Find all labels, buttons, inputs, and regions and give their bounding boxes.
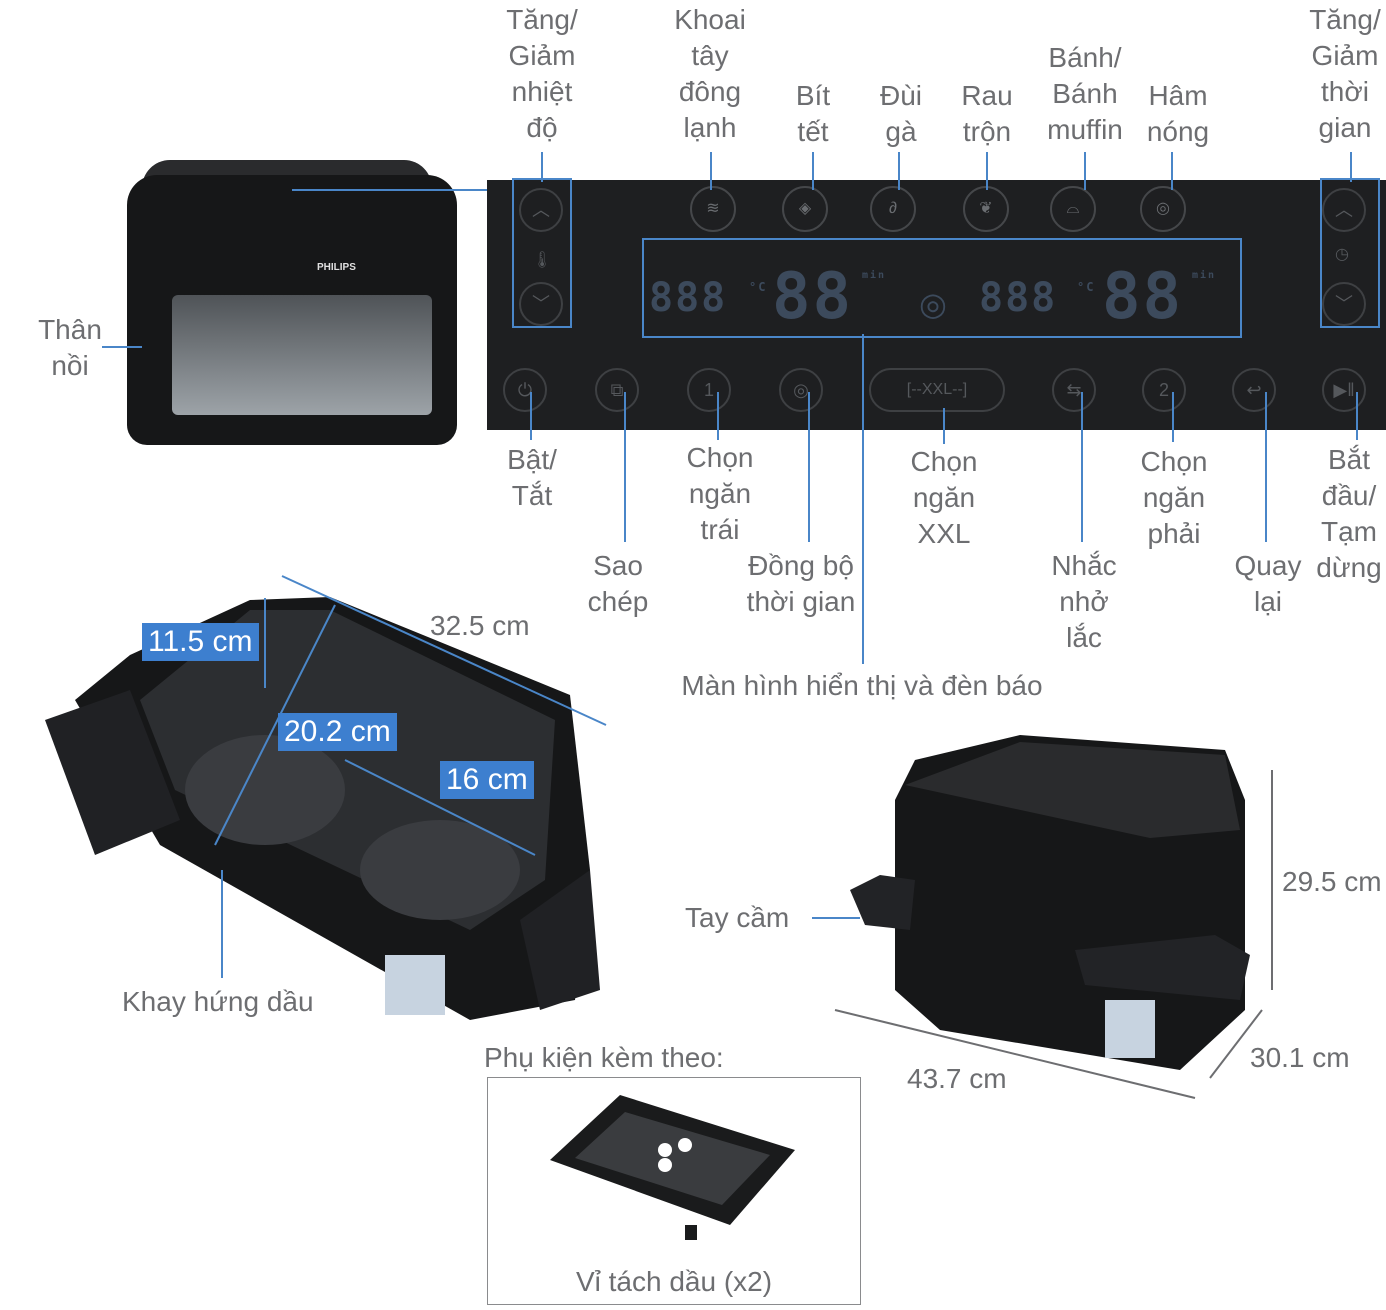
pointer-chicken [898, 152, 900, 190]
pointer-reheat [1171, 152, 1173, 190]
pointer-right [1172, 392, 1174, 442]
chicken-leg-preset-icon[interactable]: ∂ [870, 186, 916, 232]
pointer-veg [986, 152, 988, 190]
thermometer-icon: 🌡 [532, 252, 553, 269]
pointer-time [1350, 152, 1352, 182]
basket-image [45, 597, 600, 1020]
sync-indicator-icon: ◎ [919, 286, 947, 322]
pointer-power [530, 392, 532, 440]
label-sync: Đồng bộ thời gian [746, 550, 856, 617]
time-down-button[interactable]: ﹀ [1322, 282, 1366, 326]
label-shake: Nhắc nhở lắc [1051, 550, 1117, 653]
label-potato: Khoai tây đông lạnh [674, 4, 746, 143]
control-panel: ︿ 🌡 ﹀ ≋ ◈ ∂ ❦ ⌓ ◎ 888 °C 88 min ◎ 888 °C… [487, 178, 1386, 430]
label-time: Tăng/ Giảm thời gian [1309, 4, 1381, 143]
temp-right-display: 888 [979, 275, 1058, 321]
pointer-xxl [943, 408, 945, 444]
pointer-back [1265, 392, 1267, 542]
temp-left-display: 888 [649, 275, 728, 321]
unit-c-left: °C [749, 280, 768, 294]
grill-rack-image [550, 1095, 795, 1240]
muffin-preset-icon[interactable]: ⌓ [1050, 186, 1096, 232]
left-basket-button[interactable]: 1 [687, 368, 731, 412]
reheat-preset-icon[interactable]: ◎ [1140, 186, 1186, 232]
unit-min-right: min [1192, 270, 1217, 281]
drip-tray-label: Khay hứng dầu [122, 986, 314, 1017]
pointer-temp [541, 152, 543, 182]
body-label: Thân nồi [38, 314, 102, 381]
accessories-title: Phụ kiện kèm theo: [484, 1042, 724, 1073]
clock-icon: ◷ [1335, 246, 1349, 263]
right-basket-button[interactable]: 2 [1142, 368, 1186, 412]
body-pointer [102, 346, 142, 348]
steak-preset-icon[interactable]: ◈ [782, 186, 828, 232]
basket-height-badge: 11.5 cm [142, 623, 259, 661]
pointer-potato [710, 152, 712, 190]
time-left-display: 88 [772, 260, 854, 334]
accessories-box [487, 1077, 861, 1305]
basket-length-label: 32.5 cm [430, 610, 530, 641]
pointer-left [717, 392, 719, 440]
frozen-potato-preset-icon[interactable]: ≋ [690, 186, 736, 232]
panel-pointer [292, 189, 492, 191]
label-power: Bật/ Tắt [507, 444, 557, 511]
fryer-brand: PHILIPS [317, 262, 356, 273]
label-steak: Bít tết [795, 80, 831, 147]
accessory-item-label: Vỉ tách dầu (x2) [575, 1266, 773, 1297]
label-muffin: Bánh/ Bánh muffin [1047, 42, 1123, 145]
fryer-window [172, 295, 432, 415]
start-pause-button[interactable]: ▶‖ [1322, 368, 1366, 412]
back-button[interactable]: ↩ [1232, 368, 1276, 412]
label-temp: Tăng/ Giảm nhiệt độ [506, 4, 578, 143]
fryer-front-image: PHILIPS [122, 155, 462, 460]
pointer-copy [624, 392, 626, 542]
fryer-width-label: 43.7 cm [907, 1063, 1007, 1094]
power-button[interactable]: ⏻ [503, 368, 547, 412]
unit-c-right: °C [1077, 280, 1096, 294]
label-start: Bắt đầu/ Tạm dừng [1316, 444, 1382, 583]
fryer-height-label: 29.5 cm [1282, 866, 1382, 897]
pointer-steak [812, 152, 814, 190]
label-veg: Rau trộn [961, 80, 1013, 147]
pointer-sync [808, 392, 810, 542]
handle-label: Tay cầm [685, 902, 790, 933]
time-up-button[interactable]: ︿ [1322, 188, 1366, 232]
basket-diagonal-badge: 20.2 cm [278, 713, 397, 751]
label-chicken: Đùi gà [879, 80, 922, 147]
basket-half-badge: 16 cm [440, 761, 534, 799]
temp-down-button[interactable]: ﹀ [519, 282, 563, 326]
fryer-angled-image [850, 735, 1250, 1070]
xxl-basket-button[interactable]: [--XXL--] [869, 368, 1005, 412]
pointer-start [1356, 392, 1358, 440]
temp-up-button[interactable]: ︿ [519, 188, 563, 232]
sync-time-button[interactable]: ◎ [779, 368, 823, 412]
pointer-display [862, 334, 864, 664]
label-left: Chọn ngăn trái [686, 442, 754, 545]
label-reheat: Hâm nóng [1146, 80, 1210, 147]
fryer-depth-label: 30.1 cm [1250, 1042, 1350, 1073]
copy-button[interactable]: ⧉ [595, 368, 639, 412]
pointer-muffin [1084, 152, 1086, 190]
label-right: Chọn ngăn phải [1140, 446, 1208, 549]
pointer-shake [1081, 392, 1083, 542]
time-right-display: 88 [1102, 260, 1184, 334]
label-xxl: Chọn ngăn XXL [910, 446, 978, 549]
display-highlight [642, 238, 1242, 338]
label-display: Màn hình hiển thị và đèn báo [681, 670, 1043, 701]
label-copy: Sao chép [587, 550, 649, 617]
unit-min-left: min [862, 270, 887, 281]
label-back: Quay lại [1234, 550, 1302, 617]
shake-reminder-button[interactable]: ⇆ [1052, 368, 1096, 412]
